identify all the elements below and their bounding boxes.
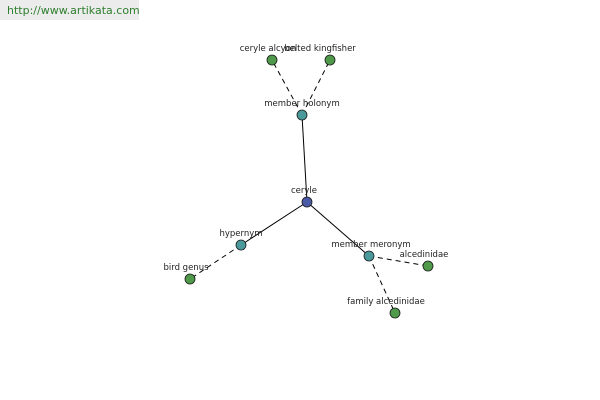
node-cerlyle[interactable]	[301, 196, 313, 208]
node-member-meronym[interactable]	[363, 250, 375, 262]
label-member-holonym[interactable]: member holonym	[264, 99, 339, 109]
node-member-holonym[interactable]	[296, 109, 308, 121]
graph-nodes	[184, 54, 434, 319]
graph-labels: ceryle member holonym ceryle alcyonbelted …	[163, 44, 448, 307]
label-bird-genus[interactable]: bird genus	[163, 263, 209, 273]
label-family-alcedinidae[interactable]: family alcedinidae	[347, 297, 425, 307]
site-url[interactable]: http://www.artikata.com	[0, 0, 140, 20]
edge-member-holonym-belted-kingfisher	[301, 59, 331, 116]
edge-member-meronym-alcedinidae	[368, 255, 429, 267]
edge-cerlyle-hypernym	[240, 201, 308, 246]
node-ceryle-alcyon[interactable]	[266, 54, 278, 66]
node-bird-genus[interactable]	[184, 273, 196, 285]
graph-edges	[189, 59, 429, 314]
edge-cerlyle-member-meronym	[306, 201, 370, 257]
edge-member-meronym-family-alcedinidae	[368, 255, 396, 314]
label-cerlyle[interactable]: ceryle	[291, 186, 317, 196]
node-belted-kingfisher[interactable]	[324, 54, 336, 66]
label-member-meronym[interactable]: member meronym	[331, 240, 410, 250]
node-alcedinidae[interactable]	[422, 260, 434, 272]
label-ceryle-alcyon[interactable]: ceryle alcyon	[240, 44, 297, 54]
label-hypernym[interactable]: hypernym	[219, 229, 262, 239]
label-alcedinidae[interactable]: alcedinidae	[400, 250, 449, 260]
edge-cerlyle-member-holonym	[301, 114, 308, 203]
label-belted-kingfisher[interactable]: belted kingfisher	[284, 44, 356, 54]
edge-hypernym-bird-genus	[189, 244, 242, 280]
node-family-alcedinidae[interactable]	[389, 307, 401, 319]
edge-member-holonym-ceryle-alcyon	[271, 59, 303, 116]
node-hypernym[interactable]	[235, 239, 247, 251]
